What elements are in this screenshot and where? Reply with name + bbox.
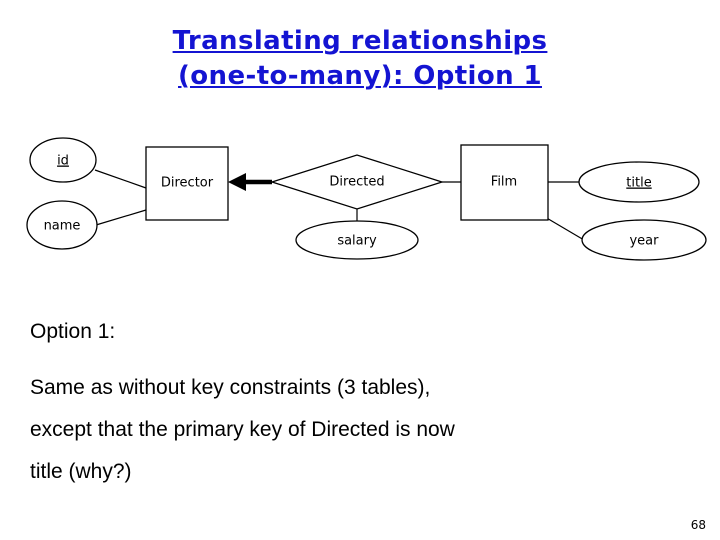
slide-title: Translating relationships (one-to-many):…	[0, 26, 720, 95]
film-entity-label: Film	[491, 175, 517, 190]
id-attribute-label: id	[57, 154, 69, 169]
title-attribute-label: title	[626, 176, 651, 191]
body-line-3: title (why?)	[30, 460, 132, 483]
edge-film-year	[544, 216, 585, 241]
year-attribute-ellipse	[581, 219, 707, 261]
year-attribute-label: year	[629, 234, 659, 249]
title-attribute-ellipse	[578, 161, 700, 203]
director-entity-box	[145, 146, 229, 221]
body-lead-text: Option 1:	[30, 320, 116, 343]
id-attribute-ellipse	[29, 137, 97, 183]
key-constraint-arrow-head	[228, 173, 246, 191]
er-diagram: id name Director Directed salary Film ti…	[0, 120, 720, 280]
title-line-1: Translating relationships	[172, 26, 548, 56]
film-entity-box	[460, 144, 549, 221]
directed-relationship-diamond	[269, 154, 445, 210]
page-number: 68	[690, 518, 706, 532]
edge-name-director	[95, 209, 147, 226]
body-line-1: Same as without key constraints (3 table…	[30, 376, 431, 399]
title-line-2: (one-to-many): Option 1	[178, 61, 542, 91]
salary-attribute-label: salary	[337, 234, 377, 249]
body-line-2: except that the primary key of Directed …	[30, 418, 455, 441]
name-attribute-ellipse	[26, 200, 98, 250]
slide-body: Option 1: Same as without key constraint…	[30, 318, 700, 500]
name-attribute-label: name	[44, 219, 81, 234]
director-entity-label: Director	[161, 176, 214, 191]
salary-attribute-ellipse	[295, 220, 419, 260]
directed-relationship-label: Directed	[329, 175, 384, 190]
er-diagram-svg: id name Director Directed salary Film ti…	[26, 137, 707, 261]
edge-id-director	[94, 169, 147, 189]
